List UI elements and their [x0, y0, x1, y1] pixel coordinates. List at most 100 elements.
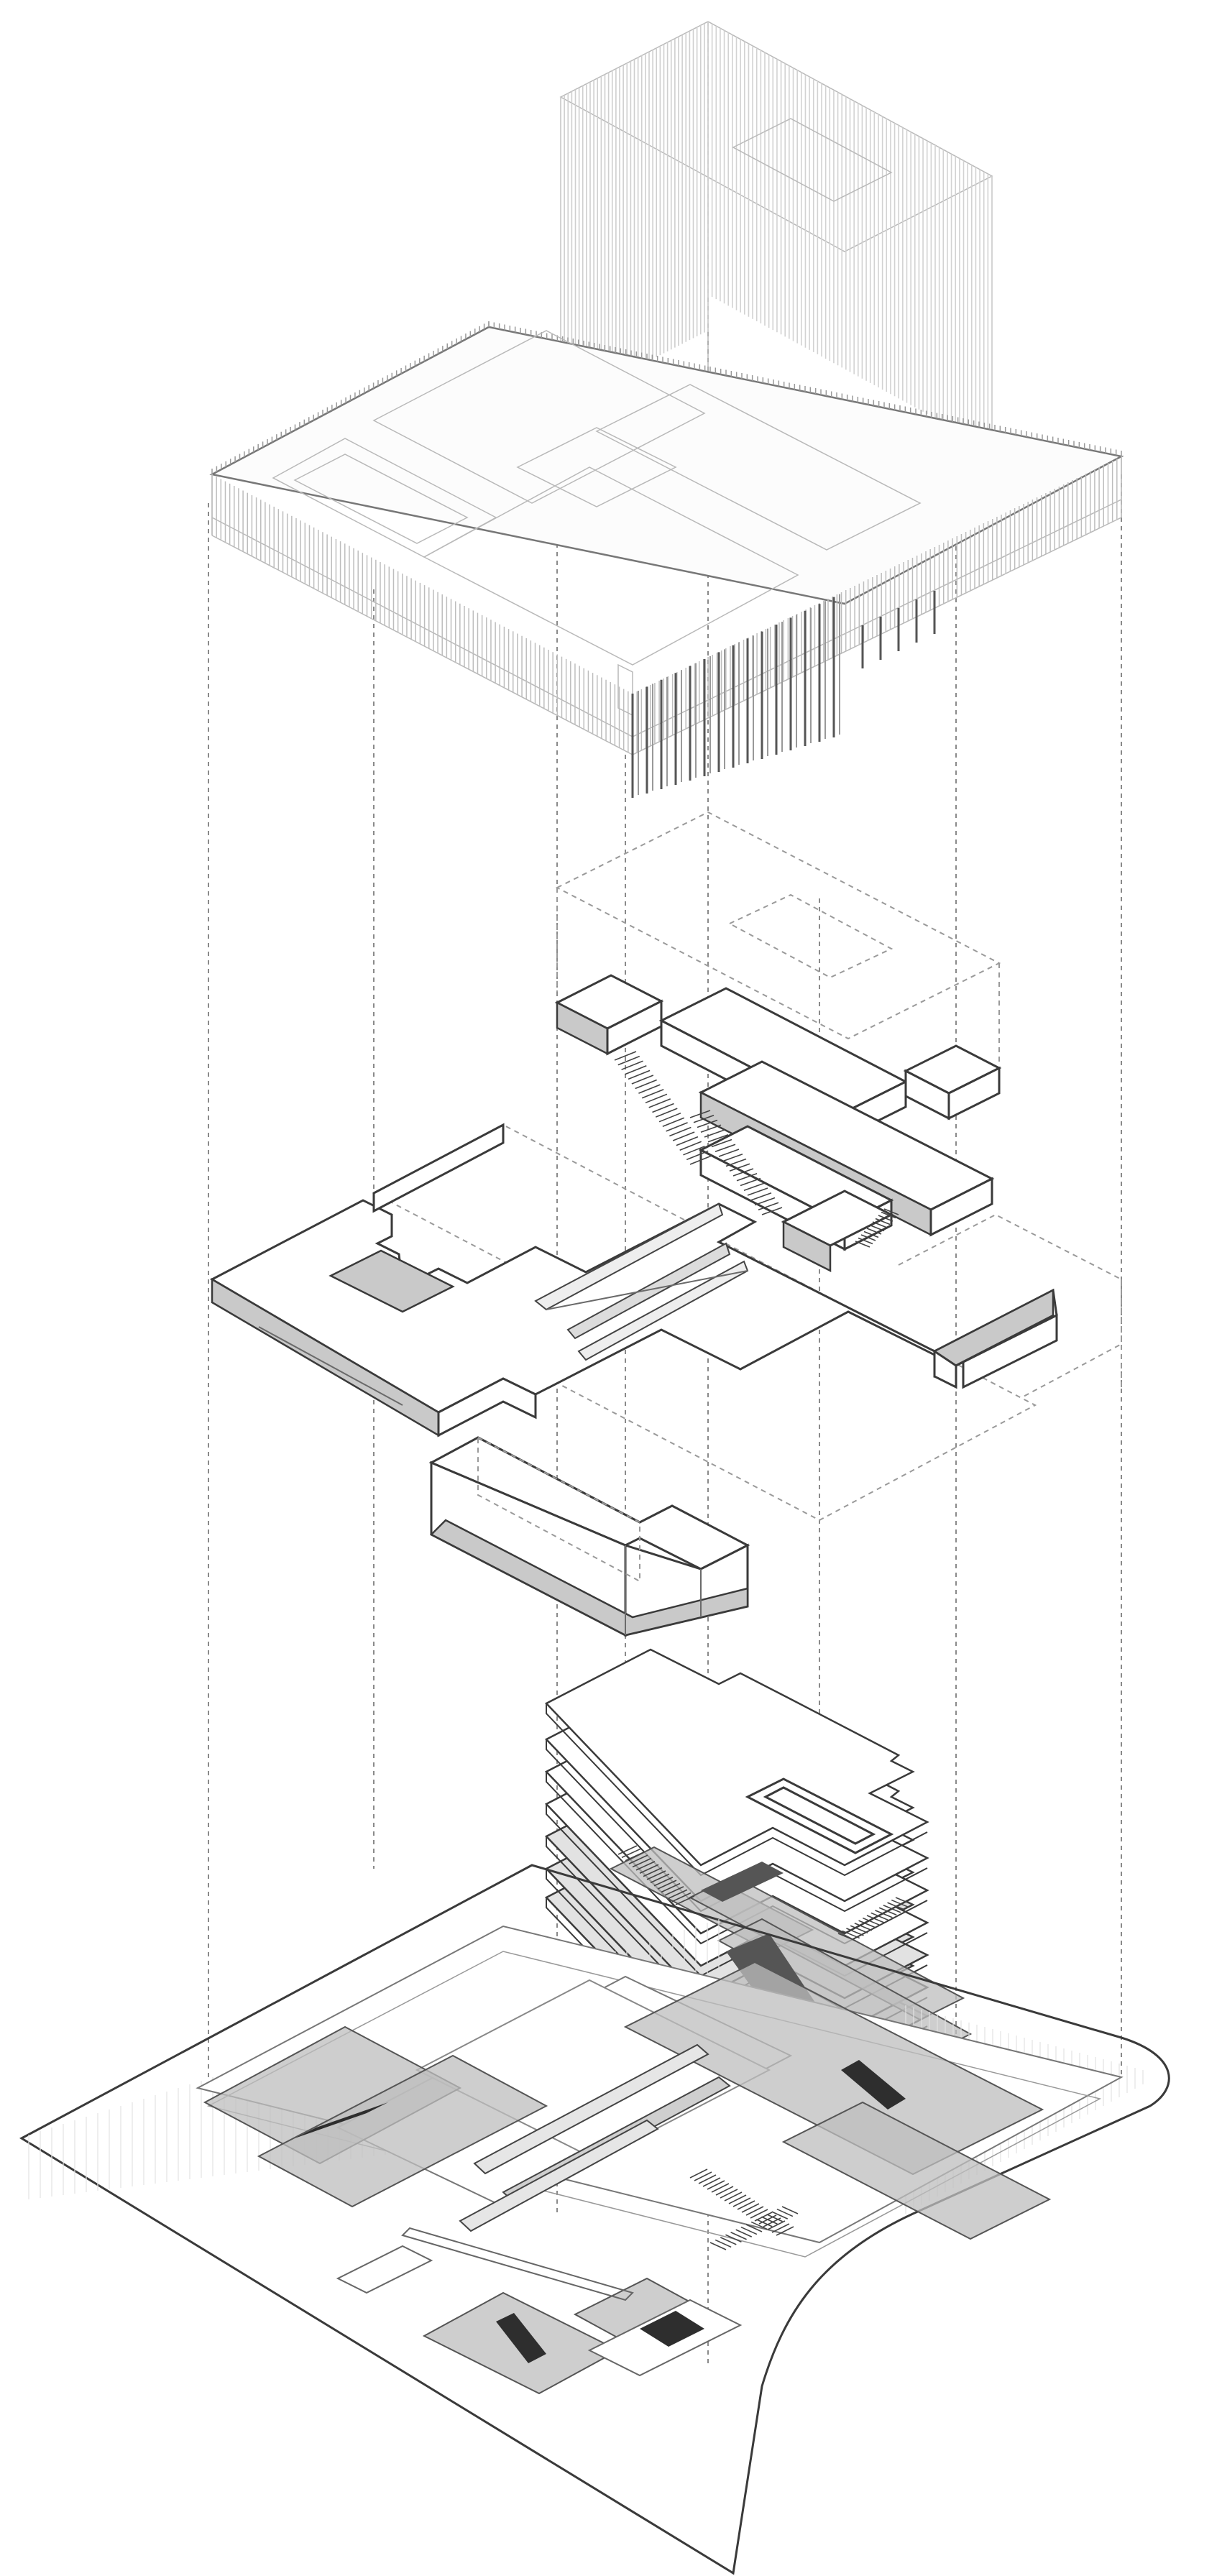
stair-tread — [614, 1051, 637, 1061]
stair-tread — [621, 1848, 641, 1859]
stair-tread — [729, 1163, 750, 1172]
stair-tread — [758, 1202, 779, 1211]
stair-tread — [689, 1155, 712, 1165]
stair-tread — [645, 1093, 668, 1104]
stair-tread — [870, 1912, 889, 1921]
stair-tread — [672, 1131, 695, 1141]
stair-tread — [715, 2186, 734, 2196]
stair-tread — [707, 2180, 725, 2190]
stair-tread — [732, 1168, 754, 1177]
stair-tread — [883, 1904, 901, 1913]
stair-tread — [725, 1158, 747, 1167]
stair-tread — [632, 1857, 652, 1868]
stair-tread — [736, 1172, 758, 1182]
stair-tread — [771, 2223, 790, 2233]
stair-tread — [718, 1149, 740, 1157]
stair-tread — [891, 1899, 909, 1908]
stair-tread — [676, 1136, 699, 1146]
stair-tread — [745, 2206, 764, 2216]
stair-tread — [668, 1889, 688, 1899]
stair-tread — [625, 1065, 647, 1075]
stair-tread — [693, 1114, 715, 1123]
stair-tread — [715, 2239, 732, 2248]
stair-tread — [862, 1917, 881, 1926]
stair-tread — [639, 1864, 659, 1874]
stair-tread — [628, 1070, 651, 1080]
stair-tread — [863, 1230, 879, 1238]
stair-tread — [842, 1930, 860, 1939]
stair-tread — [669, 1126, 692, 1137]
stair-tread — [671, 1892, 692, 1903]
stair-tread — [683, 1146, 705, 1156]
stair-tread — [750, 1192, 772, 1201]
upper-program-layer — [209, 811, 1122, 1522]
upper-slab-lowest — [781, 1190, 894, 1273]
stair-tread — [709, 2242, 727, 2250]
stair-tread — [887, 1902, 905, 1910]
stair-tread — [617, 1845, 638, 1855]
stair-tread — [700, 1124, 722, 1133]
box-volume-layer — [428, 1436, 750, 1637]
stair-tread — [883, 1208, 899, 1215]
facade-and-roof-layer — [209, 21, 1124, 798]
stair-tread — [781, 2206, 799, 2214]
stair-tread — [655, 1108, 678, 1118]
stair-tread — [858, 1237, 873, 1245]
stair-tread — [776, 2226, 794, 2236]
stair-tread — [617, 1055, 640, 1066]
stair-tread — [728, 2194, 747, 2204]
stair-tread — [895, 1897, 914, 1905]
stair-tread — [689, 2168, 708, 2179]
stair-tread — [866, 1915, 885, 1923]
stair-tread — [648, 1098, 671, 1108]
stair-tread — [686, 1150, 709, 1161]
stair-tread — [711, 1138, 732, 1148]
stair-tread — [638, 1084, 661, 1094]
stair-tread — [771, 2211, 789, 2220]
stair-tread — [878, 1215, 893, 1222]
stair-tread — [641, 1088, 664, 1099]
stair-tread — [743, 1182, 765, 1192]
stair-tread — [732, 2197, 751, 2207]
stair-tread — [652, 1103, 674, 1113]
stair-tread — [875, 1218, 891, 1225]
stair-tread — [658, 1112, 681, 1123]
stair-tread — [720, 2237, 737, 2245]
stair-tread — [767, 2220, 786, 2230]
stair-tread — [643, 1867, 663, 1877]
stair-tread — [720, 2189, 738, 2199]
stair-tread — [661, 1882, 681, 1893]
stair-tread — [664, 1886, 684, 1896]
stair-tread — [878, 1907, 897, 1916]
stair-tread — [860, 1234, 876, 1241]
wing-ramps — [534, 1202, 749, 1361]
stair-tread — [858, 1920, 876, 1928]
stair-tread — [737, 2200, 755, 2210]
stair-tread — [750, 2221, 768, 2230]
stair-tread — [881, 1211, 896, 1219]
stair-tread — [875, 1910, 893, 1918]
stair-tread — [741, 2203, 760, 2213]
stair-tread — [750, 2209, 768, 2219]
stair-tread — [776, 2208, 794, 2217]
stair-tread — [869, 1224, 885, 1232]
stair-tread — [689, 1110, 711, 1118]
stair-tread — [646, 1870, 666, 1880]
stair-tread — [621, 1060, 643, 1070]
stair-tread — [740, 1177, 761, 1187]
stair-tread — [707, 1133, 729, 1143]
stair-tread — [657, 1880, 677, 1890]
ground-plane-layer — [19, 1864, 1170, 2575]
stair-tread — [761, 1207, 783, 1215]
stair-tread — [694, 2171, 712, 2181]
stair-tread — [846, 1928, 864, 1936]
stair-tread — [631, 1075, 654, 1085]
stair-tread — [766, 2213, 783, 2222]
stair-tread — [635, 1861, 656, 1871]
stair-tread — [855, 1241, 870, 1248]
stair-tread — [754, 1197, 776, 1206]
stair-tread — [745, 2224, 763, 2232]
stair-tread — [698, 2174, 717, 2184]
stair-tread — [722, 1153, 743, 1162]
